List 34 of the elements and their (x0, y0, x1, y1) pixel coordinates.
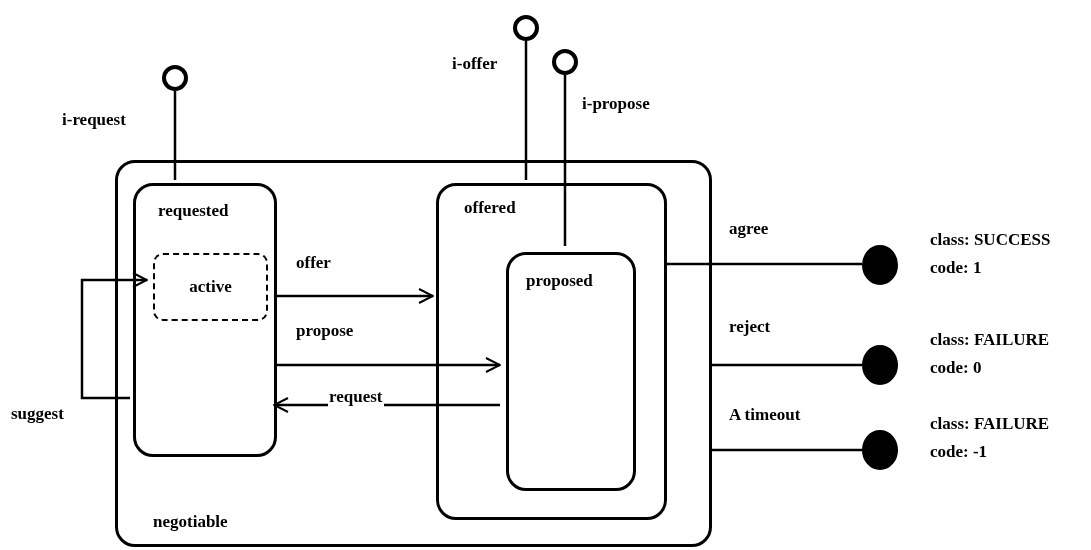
state-name: proposed (526, 270, 593, 292)
interface-circle (552, 49, 578, 75)
state-name: requested (158, 200, 229, 222)
result-label: class: FAILURE (930, 329, 1050, 351)
state-box (115, 160, 712, 547)
result-label: class: FAILURE (930, 413, 1050, 435)
connector-line (524, 41, 528, 180)
interface-circle (162, 65, 188, 91)
state-name: negotiable (153, 510, 228, 533)
interface-label: i-request (62, 109, 126, 131)
transition-arrow (274, 357, 501, 373)
state-name: offered (464, 197, 516, 219)
connector-line (173, 91, 177, 180)
result-label: class: SUCCESS (930, 229, 1051, 251)
final-state-dot (862, 430, 898, 470)
final-state-dot (862, 245, 898, 285)
result-label: code: 0 (930, 357, 983, 379)
transition-arrow (274, 288, 434, 304)
result-label: code: 1 (930, 257, 983, 279)
interface-circle (513, 15, 539, 41)
interface-label: i-propose (582, 93, 650, 115)
substate-box (153, 253, 268, 321)
transition-arrow (80, 272, 148, 400)
state-box (436, 183, 667, 520)
final-state-dot (862, 345, 898, 385)
connector-line (563, 75, 567, 246)
state-box (133, 183, 277, 457)
state-box (506, 252, 636, 491)
connector-line (712, 448, 862, 452)
connector-line (712, 363, 862, 367)
state-name: active (188, 276, 233, 299)
result-label: code: -1 (930, 441, 989, 463)
interface-label: i-offer (452, 53, 498, 75)
connector-line (664, 262, 862, 266)
